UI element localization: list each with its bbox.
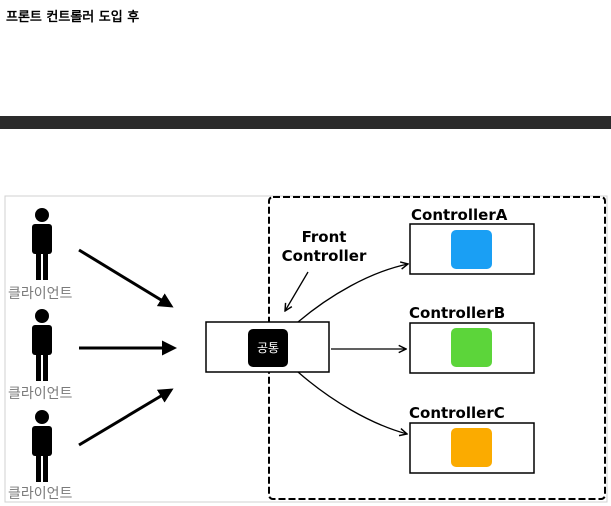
client-label: 클라이언트 (8, 386, 73, 402)
client-1: 클라이언트 (8, 208, 73, 302)
person-icon (32, 208, 52, 280)
controller-b: ControllerB (409, 304, 535, 374)
front-controller-label-line1: Front (302, 228, 347, 246)
person-icon (32, 410, 52, 482)
client-3: 클라이언트 (8, 410, 73, 502)
client-label: 클라이언트 (8, 486, 73, 502)
controller-b-block (451, 328, 492, 367)
front-controller-label-line2: Controller (282, 247, 367, 265)
common-block (248, 329, 288, 367)
client-arrow-1 (78, 248, 174, 308)
route-arrow-a (297, 264, 408, 323)
client-label: 클라이언트 (8, 286, 73, 302)
person-icon (32, 309, 52, 381)
label-pointer-arrow (285, 271, 309, 311)
controller-a: ControllerA (409, 206, 535, 275)
route-arrow-c (297, 371, 407, 434)
controller-c-block (451, 428, 492, 467)
controller-a-block (451, 230, 492, 269)
controller-c-label: ControllerC (409, 404, 505, 422)
controller-b-label: ControllerB (409, 304, 505, 322)
common-label: 공통 (257, 341, 279, 355)
page-heading: 프론트 컨트롤러 도입 후 (6, 10, 140, 25)
controller-c: ControllerC (409, 404, 535, 474)
client-arrow-3 (78, 388, 174, 447)
section-divider-band (0, 116, 611, 129)
client-2: 클라이언트 (8, 309, 73, 402)
controller-a-label: ControllerA (411, 206, 508, 224)
